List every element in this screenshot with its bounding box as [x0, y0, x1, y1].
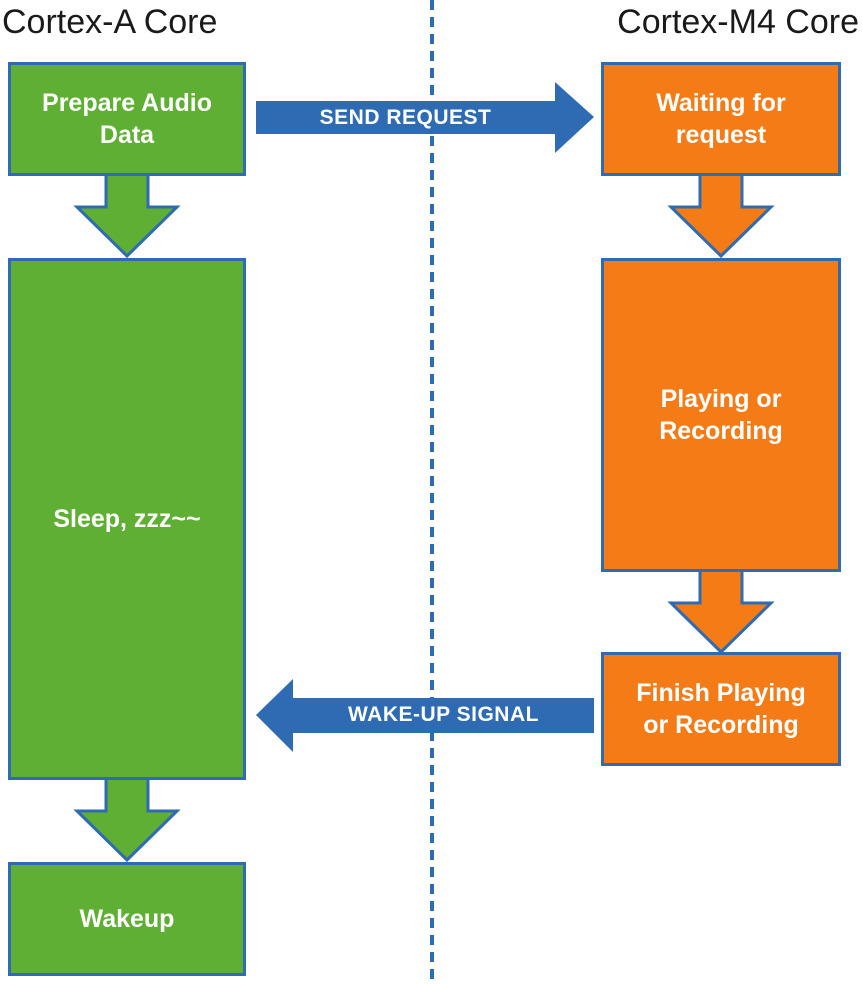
wakeup-box: Wakeup [8, 862, 246, 976]
down-arrow-waiting-to-playing [667, 172, 775, 259]
send-request-arrow [256, 82, 594, 153]
wake-up-signal-label: WAKE-UP SIGNAL [348, 703, 539, 726]
playing-or-recording-label: Playing or Recording [659, 385, 783, 445]
cortex-m4-header: Cortex-M4 Core [617, 3, 859, 41]
waiting-for-request-label: Waiting for request [656, 89, 786, 149]
down-arrow-sleep-to-wakeup [73, 776, 181, 863]
wakeup-label: Wakeup [79, 905, 175, 933]
cortex-a-header: Cortex-A Core [2, 3, 218, 41]
down-arrow-prepare-to-sleep [73, 172, 181, 259]
playing-or-recording-box: Playing or Recording [601, 258, 841, 572]
sleep-label: Sleep, zzz~~ [53, 505, 201, 533]
send-request-label: SEND REQUEST [319, 106, 492, 129]
down-arrow-playing-to-finish [667, 568, 775, 655]
sleep-box: Sleep, zzz~~ [8, 258, 246, 780]
prepare-audio-data-label: Prepare Audio Data [42, 89, 212, 149]
waiting-for-request-box: Waiting for request [601, 62, 841, 176]
prepare-audio-data-box: Prepare Audio Data [8, 62, 246, 176]
finish-playing-or-recording-box: Finish Playing or Recording [601, 652, 841, 766]
finish-playing-or-recording-label: Finish Playing or Recording [636, 679, 806, 739]
wake-up-signal-arrow [256, 679, 594, 752]
